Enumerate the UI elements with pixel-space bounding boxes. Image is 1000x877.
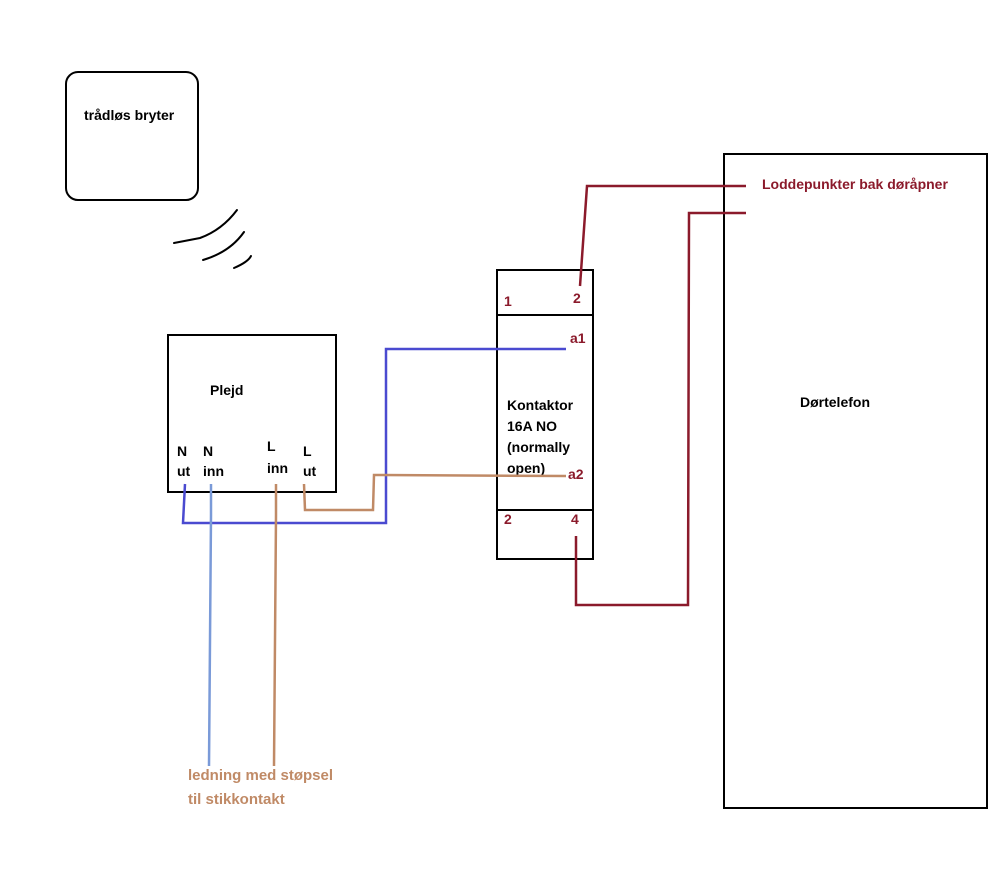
door-phone-box — [723, 153, 988, 809]
wireless-switch-label: trådløs bryter — [84, 107, 175, 123]
door-phone: Dørtelefon — [723, 153, 988, 809]
contactor-box — [496, 269, 594, 560]
contactor-terminal-a1: a1 — [570, 330, 586, 346]
contactor-label-line4: open) — [507, 460, 545, 476]
contactor-label-line1: Kontaktor — [507, 397, 574, 413]
neutral-in-wire — [207, 484, 213, 767]
red-wire-top — [578, 184, 746, 287]
terminal-l-inn-line2: inn — [267, 460, 288, 476]
wireless-switch-box — [65, 71, 199, 201]
terminal-n-ut-line1: N — [177, 443, 187, 459]
terminal-n-inn-line2: inn — [203, 463, 224, 479]
red-wire-bottom — [574, 211, 746, 607]
contactor-label-line3: (normally — [507, 439, 570, 455]
contactor: Kontaktor 16A NO (normally open) 1 2 a1 … — [496, 269, 594, 560]
power-cord-label-line1: ledning med støpsel — [188, 767, 333, 784]
live-in-wire — [272, 484, 278, 767]
door-phone-label: Dørtelefon — [800, 394, 870, 410]
plejd-module: Plejd N ut N inn L inn L ut — [167, 334, 337, 493]
plejd-box — [167, 334, 337, 493]
contactor-terminal-2-top: 2 — [573, 290, 581, 306]
terminal-n-ut-line2: ut — [177, 463, 191, 479]
terminal-l-ut-line2: ut — [303, 463, 317, 479]
terminal-l-ut-line1: L — [303, 443, 312, 459]
live-out-wire — [302, 473, 567, 512]
contactor-terminal-4: 4 — [571, 511, 579, 527]
contactor-label-line2: 16A NO — [507, 418, 557, 434]
neutral-wire-blue — [181, 347, 566, 525]
plejd-label: Plejd — [210, 382, 243, 398]
solder-points-label: Loddepunkter bak døråpner — [762, 176, 948, 192]
solder-point-wires — [574, 184, 746, 607]
wireless-switch: trådløs bryter — [65, 71, 199, 201]
contactor-terminal-2-bottom: 2 — [504, 511, 512, 527]
terminal-l-inn-line1: L — [267, 438, 276, 454]
wireless-signal-icon — [173, 209, 252, 269]
contactor-terminal-a2: a2 — [568, 466, 584, 482]
power-cord-label-line2: til stikkontakt — [188, 791, 285, 808]
terminal-n-inn-line1: N — [203, 443, 213, 459]
contactor-terminal-1: 1 — [504, 293, 512, 309]
